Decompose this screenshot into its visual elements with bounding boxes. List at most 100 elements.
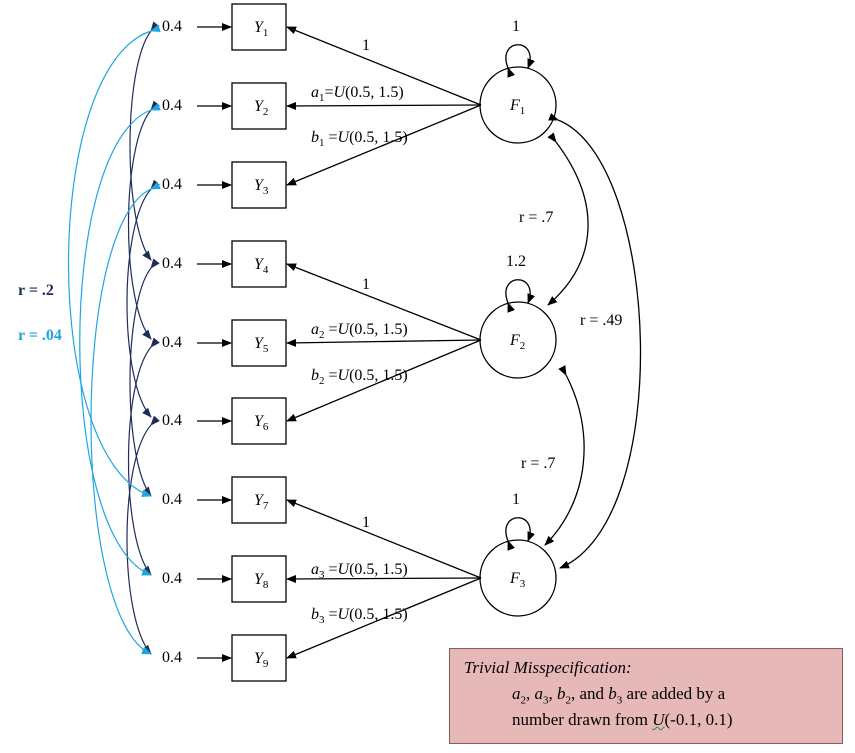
factor-label: F2 bbox=[509, 332, 525, 352]
error-variance-label: 0.4 bbox=[162, 176, 182, 193]
factor-corr-f1-f2: r = .7 bbox=[519, 209, 553, 226]
error-variance-label: 0.4 bbox=[162, 412, 182, 429]
note-text: , and bbox=[571, 684, 609, 703]
observed-label: Y2 bbox=[254, 98, 268, 118]
factor-correlations: r = .7 r = .7 r = .49 bbox=[519, 112, 642, 569]
factor-variance-loop bbox=[505, 279, 535, 313]
observed-label: Y5 bbox=[254, 335, 269, 355]
loading-arrow bbox=[286, 101, 482, 110]
observed-y4: Y4 bbox=[231, 240, 287, 288]
observed-y7: Y7 bbox=[231, 476, 287, 524]
error-variance-label: 0.4 bbox=[162, 334, 182, 351]
observed-box bbox=[231, 319, 287, 367]
observed-y2: Y2 bbox=[231, 82, 287, 130]
factor-f3: F3 1 bbox=[479, 491, 557, 617]
error-variance-label: 0.4 bbox=[162, 649, 182, 666]
loading-label: a2 =U(0.5, 1.5) bbox=[311, 321, 408, 341]
error-corr-arc bbox=[90, 181, 161, 655]
error-variance-label: 0.4 bbox=[162, 97, 182, 114]
factor-variance-label: 1 bbox=[512, 491, 520, 508]
misspecification-note: Trivial Misspecification: a2, a3, b2, an… bbox=[449, 648, 843, 744]
corr-f1-f2-arc bbox=[547, 132, 589, 306]
observed-box bbox=[231, 634, 287, 682]
factor-corr-f2-f3: r = .7 bbox=[521, 455, 555, 472]
observed-y6: Y6 bbox=[231, 397, 287, 445]
error-corr-arc bbox=[127, 337, 160, 576]
loading-arrow bbox=[286, 499, 482, 579]
error-correlation-arcs bbox=[68, 21, 161, 655]
loading-arrow bbox=[286, 577, 482, 659]
loading-arrow bbox=[286, 26, 482, 106]
observed-label: Y9 bbox=[254, 650, 269, 670]
note-sub: 2 bbox=[565, 694, 572, 707]
factor-f1: F1 1 bbox=[479, 18, 557, 144]
error-corr-arc bbox=[68, 24, 161, 497]
factor-label: F1 bbox=[509, 97, 525, 117]
note-line-2: number drawn from U(-0.1, 0.1) bbox=[512, 707, 732, 733]
observed-label: Y1 bbox=[254, 19, 268, 39]
observed-y9: Y9 bbox=[231, 634, 287, 682]
error-variance-label: 0.4 bbox=[162, 255, 182, 272]
note-sub: 2 bbox=[520, 694, 527, 707]
loading-arrow bbox=[286, 574, 482, 583]
observed-label: Y3 bbox=[254, 177, 269, 197]
loading-label: a1=U(0.5, 1.5) bbox=[311, 84, 404, 104]
loading-label: 1 bbox=[362, 37, 370, 54]
loading-label: b2 =U(0.5, 1.5) bbox=[311, 367, 408, 387]
observed-y3: Y3 bbox=[231, 161, 287, 209]
error-variance-label: 0.4 bbox=[162, 18, 182, 35]
note-var: b bbox=[557, 684, 566, 703]
loading-label: b3 =U(0.5, 1.5) bbox=[311, 606, 408, 626]
observed-box bbox=[231, 3, 287, 51]
loading-arrow bbox=[286, 263, 482, 341]
loading-label: a3 =U(0.5, 1.5) bbox=[311, 561, 408, 581]
observed-box bbox=[231, 161, 287, 209]
observed-box bbox=[231, 555, 287, 603]
observed-box bbox=[231, 397, 287, 445]
note-sub: 3 bbox=[543, 694, 549, 707]
error-corr-weak-label: r = .04 bbox=[18, 327, 62, 344]
observed-variables: Y10.4Y20.4Y30.4Y40.4Y50.4Y60.4Y70.4Y80.4… bbox=[162, 3, 287, 682]
observed-y8: Y8 bbox=[231, 555, 287, 603]
note-var: a bbox=[534, 684, 544, 703]
note-text: , bbox=[548, 684, 557, 703]
error-corr-strong-label: r = .2 bbox=[18, 282, 54, 299]
observed-label: Y8 bbox=[254, 571, 269, 591]
note-var: b bbox=[608, 684, 617, 703]
factor-corr-f1-f3: r = .49 bbox=[580, 312, 622, 329]
factor-label: F3 bbox=[509, 570, 526, 590]
error-corr-arc bbox=[126, 179, 160, 418]
observed-box bbox=[231, 240, 287, 288]
loading-arrow bbox=[286, 104, 482, 186]
error-corr-arc bbox=[127, 100, 160, 340]
note-line-2-u: U bbox=[652, 710, 665, 729]
observed-box bbox=[231, 82, 287, 130]
note-var: a bbox=[512, 684, 521, 703]
error-variance-label: 0.4 bbox=[162, 570, 182, 587]
factor-variance-label: 1.2 bbox=[506, 253, 526, 270]
loading-label: b1 =U(0.5, 1.5) bbox=[311, 129, 408, 149]
note-text: are added by a bbox=[622, 684, 726, 703]
observed-label: Y7 bbox=[254, 492, 269, 512]
factor-variance-label: 1 bbox=[512, 18, 520, 35]
factor-f2: F2 1.2 bbox=[479, 253, 557, 379]
observed-y5: Y5 bbox=[231, 319, 287, 367]
loading-label: 1 bbox=[362, 276, 370, 293]
note-line-2-suffix: (-0.1, 0.1) bbox=[664, 710, 733, 729]
error-corr-arc bbox=[129, 21, 160, 261]
loading-arrow bbox=[286, 338, 482, 347]
factor-loadings: 1 a1=U(0.5, 1.5) b1 =U(0.5, 1.5) 1 a2 =U(0.5… bbox=[286, 26, 482, 659]
loading-arrow bbox=[286, 339, 482, 422]
note-sub: 3 bbox=[616, 694, 623, 707]
note-text: , bbox=[526, 684, 535, 703]
note-line-2-prefix: number drawn from bbox=[512, 710, 653, 729]
error-corr-arc bbox=[129, 258, 160, 497]
note-line-1: a2, a3, b2, and b3 are added by a bbox=[512, 681, 725, 713]
factor-variance-loop bbox=[505, 517, 535, 551]
error-corr-arc bbox=[79, 103, 161, 576]
error-variance-label: 0.4 bbox=[162, 491, 182, 508]
corr-f1-f3-arc bbox=[548, 112, 642, 569]
loading-label: 1 bbox=[362, 514, 370, 531]
